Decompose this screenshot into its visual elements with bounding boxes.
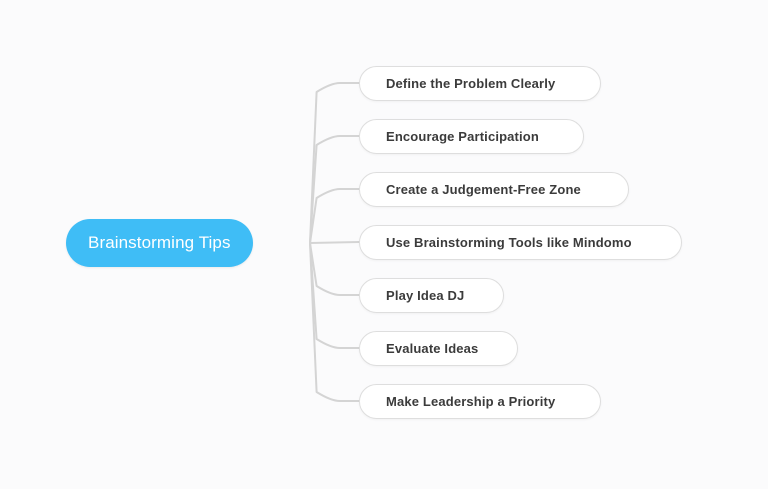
mindmap-connector: [309, 188, 360, 244]
mindmap-child-node[interactable]: Use Brainstorming Tools like Mindomo: [359, 225, 682, 260]
mindmap-child-label: Evaluate Ideas: [386, 341, 479, 356]
mindmap-connector: [309, 242, 360, 402]
mindmap-connector: [309, 241, 360, 244]
mindmap-child-node[interactable]: Define the Problem Clearly: [359, 66, 601, 101]
mindmap-child-node[interactable]: Encourage Participation: [359, 119, 584, 154]
mindmap-child-node[interactable]: Make Leadership a Priority: [359, 384, 601, 419]
mindmap-child-label: Play Idea DJ: [386, 288, 465, 303]
mindmap-child-node[interactable]: Play Idea DJ: [359, 278, 504, 313]
mindmap-child-node[interactable]: Evaluate Ideas: [359, 331, 518, 366]
mindmap-connector: [309, 242, 360, 296]
mindmap-child-label: Create a Judgement-Free Zone: [386, 182, 581, 197]
mindmap-child-node[interactable]: Create a Judgement-Free Zone: [359, 172, 629, 207]
mindmap-root-node[interactable]: Brainstorming Tips: [66, 219, 253, 267]
mindmap-connector: [309, 242, 360, 349]
mindmap-child-label: Make Leadership a Priority: [386, 394, 556, 409]
mindmap-root-label: Brainstorming Tips: [88, 233, 231, 252]
mindmap-child-label: Define the Problem Clearly: [386, 76, 556, 91]
mindmap-child-label: Encourage Participation: [386, 129, 539, 144]
mindmap-connector: [309, 82, 360, 244]
mindmap-child-label: Use Brainstorming Tools like Mindomo: [386, 235, 632, 250]
mindmap-connector: [309, 135, 360, 244]
